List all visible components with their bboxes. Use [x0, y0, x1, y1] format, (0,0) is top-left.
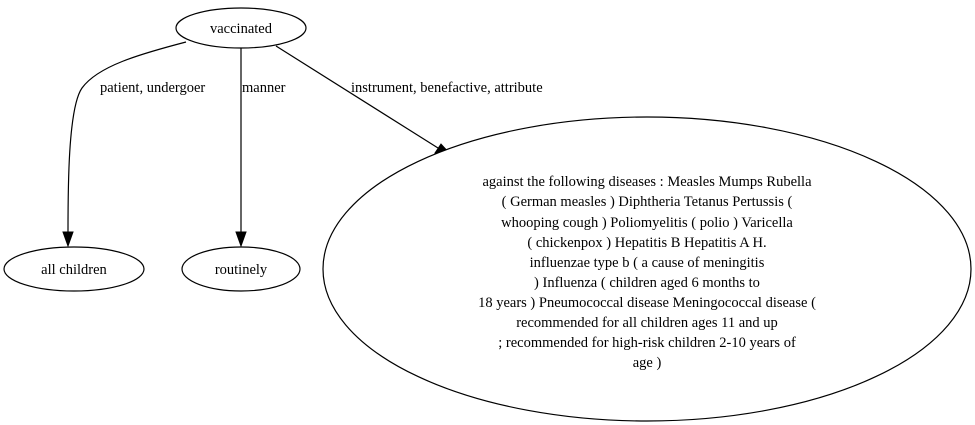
- node-label-instrument-line-9: ; recommended for high-risk children 2-1…: [498, 335, 796, 351]
- edge-patient: patient, undergoer: [62, 41, 205, 248]
- node-label-instrument-line-1: against the following diseases : Measles…: [482, 174, 812, 190]
- node-label-instrument-line-2: ( German measles ) Diphtheria Tetanus Pe…: [502, 194, 793, 210]
- edge-label-instrument: instrument, benefactive, attribute: [351, 80, 543, 96]
- edge-manner: manner: [235, 48, 286, 248]
- node-routinely: routinely: [181, 246, 301, 292]
- node-instrument: against the following diseases : Measles…: [322, 116, 972, 422]
- edge-instrument: instrument, benefactive, attribute: [275, 45, 543, 156]
- node-label-all-children: all children: [41, 262, 107, 278]
- arrowhead-manner: [235, 231, 247, 248]
- node-label-instrument-line-4: ( chickenpox ) Hepatitis B Hepatitis A H…: [527, 235, 766, 251]
- node-label-instrument-line-3: whooping cough ) Poliomyelitis ( polio )…: [501, 215, 793, 231]
- edge-label-manner: manner: [242, 80, 286, 96]
- node-vaccinated: vaccinated: [175, 7, 307, 49]
- node-all-children: all children: [3, 246, 145, 292]
- node-label-instrument-line-8: recommended for all children ages 11 and…: [516, 315, 778, 331]
- node-label-instrument-line-10: age ): [633, 355, 662, 371]
- node-label-vaccinated: vaccinated: [210, 21, 273, 37]
- node-label-instrument-line-5: influenzae type b ( a cause of meningiti…: [530, 255, 765, 271]
- node-label-routinely: routinely: [215, 262, 268, 278]
- node-label-instrument-line-6: ) Influenza ( children aged 6 months to: [534, 275, 760, 291]
- arrowhead-patient: [62, 231, 74, 248]
- edge-label-patient: patient, undergoer: [100, 80, 205, 96]
- node-label-instrument-line-7: 18 years ) Pneumococcal disease Meningoc…: [478, 295, 816, 311]
